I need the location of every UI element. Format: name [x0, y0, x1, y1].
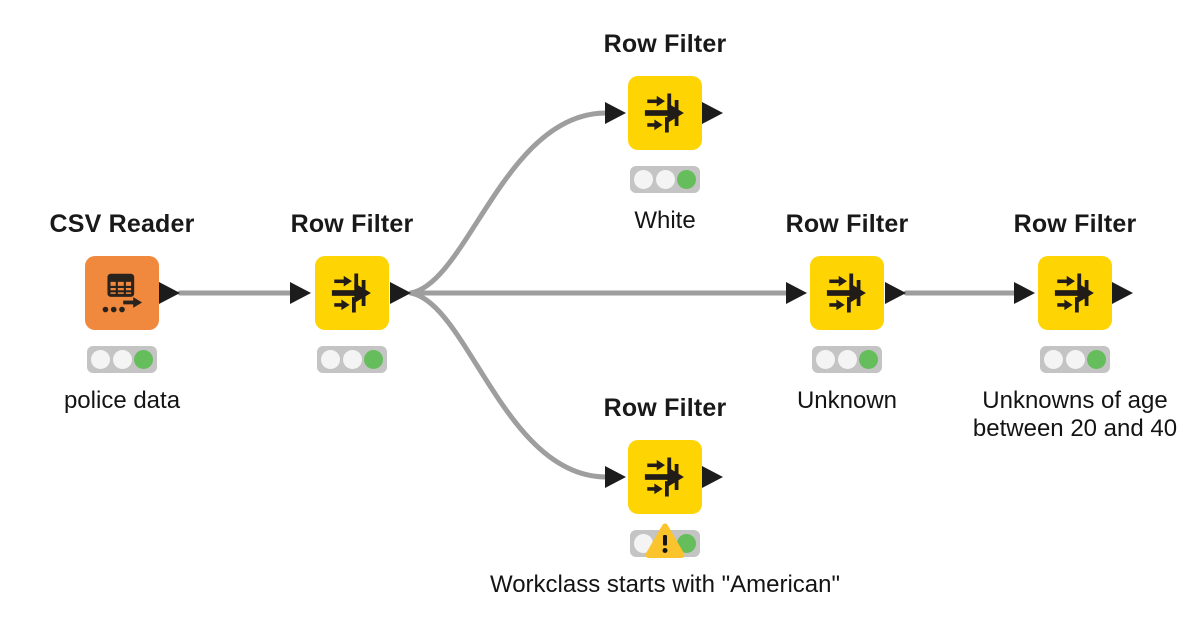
row-filter-icon [1054, 273, 1094, 313]
row-filter-unknown-output-port[interactable] [885, 282, 906, 304]
status-light-yellow-off [1065, 350, 1085, 369]
row-filter-age-input-port[interactable] [1014, 282, 1035, 304]
row-filter-white-output-port[interactable] [702, 102, 723, 124]
traffic-light [1040, 346, 1110, 373]
traffic-light [630, 523, 700, 558]
row-filter-icon [644, 457, 684, 497]
row-filter-white-input-port[interactable] [605, 102, 626, 124]
node-csv-reader[interactable] [85, 256, 159, 330]
node-row-filter-white[interactable] [628, 76, 702, 150]
node-title: Row Filter [1013, 210, 1137, 238]
row-filter-icon [644, 93, 684, 133]
node-row-filter-main[interactable] [315, 256, 389, 330]
row-filter-icon [826, 273, 866, 313]
status-light-green-on [134, 350, 153, 369]
node-label[interactable]: police data [63, 387, 181, 414]
csv-reader-icon [102, 273, 143, 313]
row-filter-main-input-port[interactable] [290, 282, 311, 304]
node-title: Row Filter [785, 210, 909, 238]
row-filter-icon [331, 273, 371, 313]
node-row-filter-workclass[interactable] [628, 440, 702, 514]
row-filter-main-output-port[interactable] [390, 282, 411, 304]
row-filter-unknown-input-port[interactable] [786, 282, 807, 304]
row-filter-age-output-port[interactable] [1112, 282, 1133, 304]
status-light-red-off [634, 170, 653, 189]
traffic-light [812, 346, 882, 373]
node-title: CSV Reader [49, 210, 195, 238]
status-light-green-on [364, 350, 383, 369]
connection-rowfilter-to-white[interactable] [408, 110, 609, 296]
status-light-yellow-off [112, 350, 132, 369]
status-light-red-off [634, 534, 653, 553]
node-row-filter-age[interactable] [1038, 256, 1112, 330]
status-light-green-on [859, 350, 878, 369]
traffic-light [87, 346, 157, 373]
warning-icon [645, 523, 685, 558]
node-title: Row Filter [603, 30, 727, 58]
status-light-red-off [816, 350, 835, 369]
status-light-green-on [1087, 350, 1106, 369]
node-label[interactable]: Unknown [796, 387, 898, 414]
node-label[interactable]: Workclass starts with "American" [489, 571, 841, 598]
node-label[interactable]: White [634, 207, 696, 234]
node-row-filter-unknown[interactable] [810, 256, 884, 330]
status-light-yellow-off [655, 170, 675, 189]
row-filter-workclass-output-port[interactable] [702, 466, 723, 488]
status-light-red-off [1044, 350, 1063, 369]
node-label[interactable]: Unknowns of age between 20 and 40 [972, 387, 1178, 442]
status-light-yellow-off [342, 350, 362, 369]
traffic-light [317, 346, 387, 373]
node-title: Row Filter [603, 394, 727, 422]
status-light-green-on [677, 170, 696, 189]
status-light-red-off [91, 350, 110, 369]
row-filter-workclass-input-port[interactable] [605, 466, 626, 488]
traffic-light [630, 166, 700, 193]
status-light-green-on [677, 534, 696, 553]
node-title: Row Filter [290, 210, 414, 238]
csv-reader-output-port[interactable] [159, 282, 180, 304]
connection-rowfilter-to-workclass[interactable] [408, 290, 609, 480]
status-light-red-off [321, 350, 340, 369]
status-light-yellow-off [837, 350, 857, 369]
